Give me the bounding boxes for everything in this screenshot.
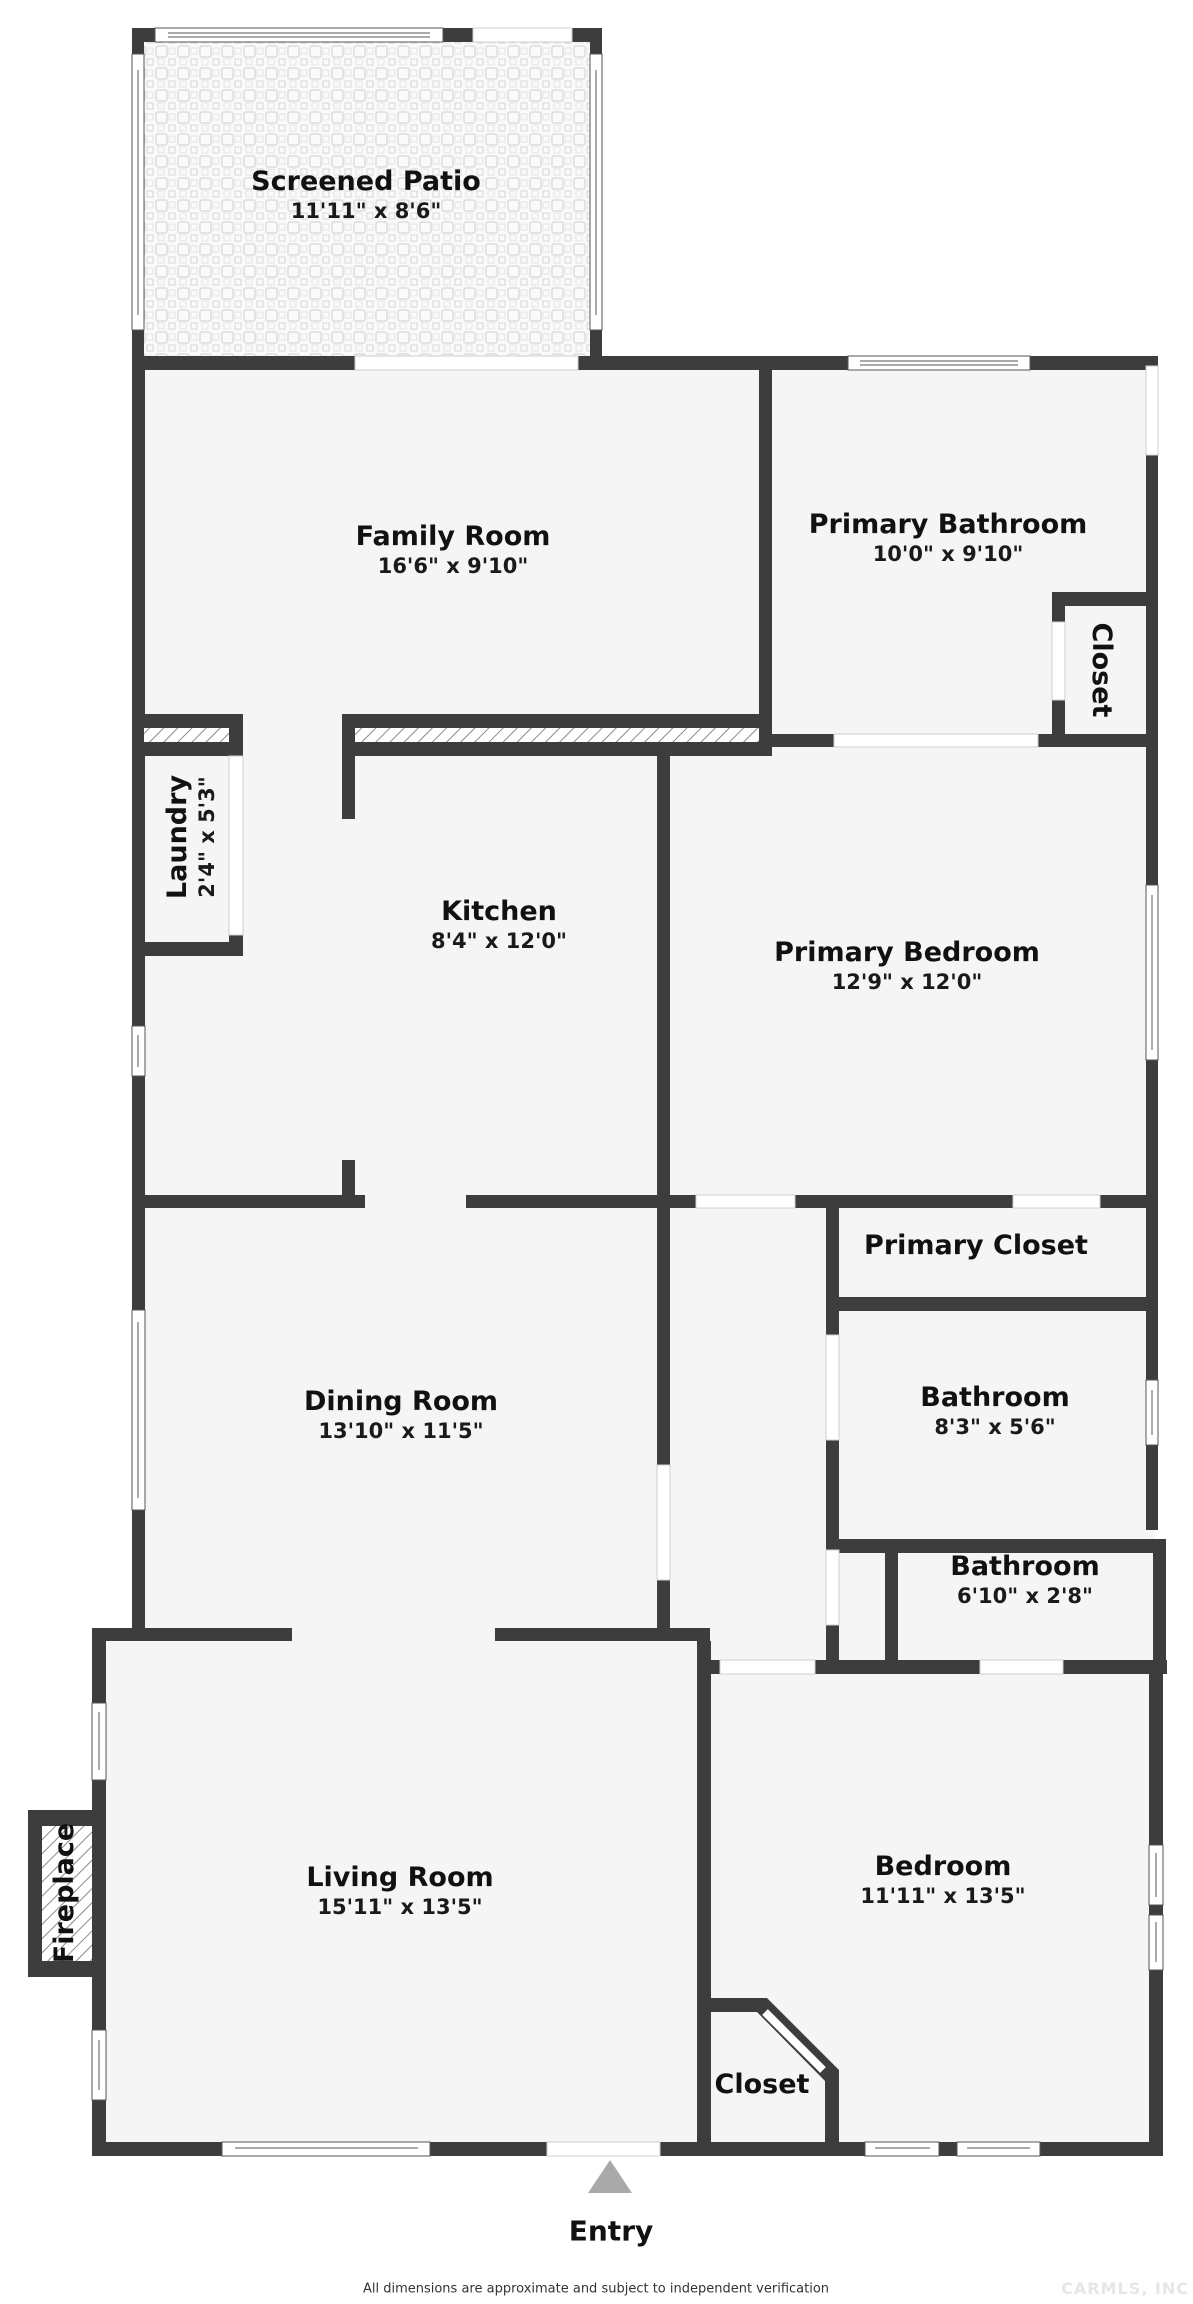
door-openings <box>228 27 1159 2157</box>
room-primary-bedroom: Primary Bedroom 12'9" x 12'0" <box>774 937 1040 995</box>
room-dimensions: 16'6" x 9'10" <box>377 554 529 578</box>
room-dimensions: 8'3" x 5'6" <box>934 1415 1056 1439</box>
room-bathroom-2: Bathroom 6'10" x 2'8" <box>950 1551 1099 1609</box>
main-floor <box>140 365 1155 1635</box>
room-primary-closet: Primary Closet <box>864 1230 1088 1262</box>
room-name: Bathroom <box>920 1382 1070 1413</box>
room-name: Bathroom <box>950 1551 1100 1582</box>
room-dimensions: 2'4" x 5'3" <box>195 776 219 898</box>
living-floor <box>100 1635 1160 2150</box>
room-dimensions: 8'4" x 12'0" <box>431 929 567 953</box>
room-name: Primary Bedroom <box>774 937 1040 968</box>
room-name: Laundry <box>162 774 193 900</box>
windows <box>91 27 1164 2157</box>
disclaimer-footer: All dimensions are approximate and subje… <box>362 2281 830 2297</box>
room-name: Closet <box>1086 622 1117 718</box>
walls <box>28 28 1167 2156</box>
room-name: Kitchen <box>441 896 557 927</box>
room-laundry: Laundry 2'4" x 5'3" <box>162 775 220 899</box>
patio-floor <box>140 36 595 361</box>
room-dimensions: 11'11" x 13'5" <box>860 1884 1026 1908</box>
room-dimensions: 11'11" x 8'6" <box>290 199 442 223</box>
room-name: Bedroom <box>874 1851 1012 1882</box>
room-name: Living Room <box>306 1862 494 1893</box>
room-dimensions: 13'10" x 11'5" <box>318 1419 484 1443</box>
room-fireplace: Fireplace <box>49 1823 81 1963</box>
room-screened-patio: Screened Patio 11'11" x 8'6" <box>251 166 481 224</box>
entry-label: Entry <box>568 2214 654 2248</box>
room-name: Dining Room <box>303 1386 499 1417</box>
room-name: Primary Closet <box>864 1230 1088 1261</box>
room-kitchen: Kitchen 8'4" x 12'0" <box>431 896 567 954</box>
room-name: Fireplace <box>49 1822 80 1964</box>
room-dimensions: 15'11" x 13'5" <box>317 1895 483 1919</box>
entry-arrow-up-icon <box>588 2160 632 2193</box>
room-dimensions: 10'0" x 9'10" <box>872 542 1024 566</box>
hatched-walls <box>42 728 759 1961</box>
room-primary-bath-closet: Closet <box>1085 623 1117 718</box>
room-name: Family Room <box>355 521 551 552</box>
room-dimensions: 6'10" x 2'8" <box>957 1584 1093 1608</box>
room-bedroom: Bedroom 11'11" x 13'5" <box>860 1851 1025 1909</box>
room-dining-room: Dining Room 13'10" x 11'5" <box>304 1386 498 1444</box>
room-bathroom-1: Bathroom 8'3" x 5'6" <box>920 1382 1069 1440</box>
floors <box>100 36 1160 2150</box>
room-name: Primary Bathroom <box>808 509 1088 540</box>
room-name: Closet <box>714 2069 810 2100</box>
room-name: Screened Patio <box>251 166 481 197</box>
room-primary-bathroom: Primary Bathroom 10'0" x 9'10" <box>809 509 1088 567</box>
room-dimensions: 12'9" x 12'0" <box>831 970 983 994</box>
room-family-room: Family Room 16'6" x 9'10" <box>356 521 551 579</box>
closet-diagonal-door <box>750 1998 839 2082</box>
room-living-room: Living Room 15'11" x 13'5" <box>306 1862 493 1920</box>
watermark: CARMLS, INC <box>1061 2279 1189 2298</box>
room-bedroom-closet: Closet <box>715 2069 810 2101</box>
